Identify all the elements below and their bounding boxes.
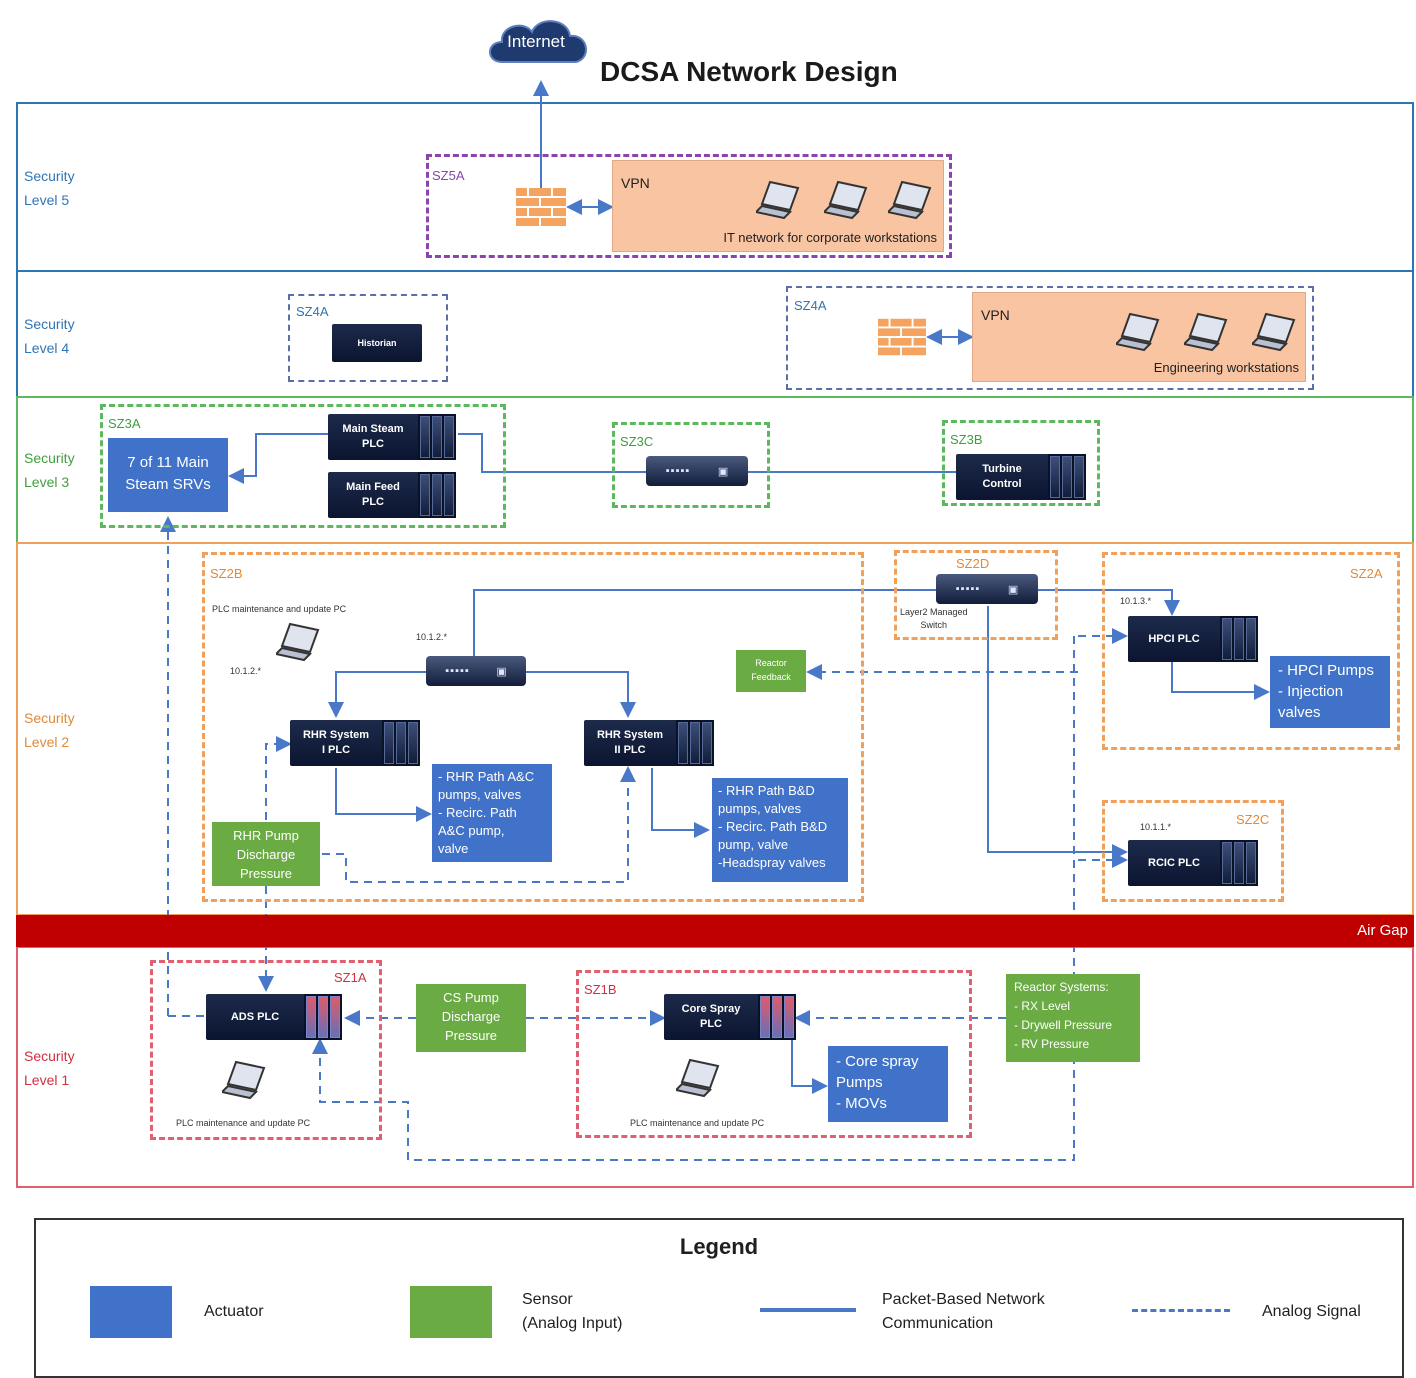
zone-sz4a-left: [288, 294, 448, 382]
zone-sz5a: [426, 154, 952, 258]
zone-sz2b: [202, 552, 864, 902]
air-gap-label: Air Gap: [1357, 922, 1408, 939]
laptop-icon: [821, 180, 870, 220]
zone-sz3a: [100, 404, 506, 528]
firewall-icon: [516, 188, 566, 226]
internet-cloud-icon: Internet: [484, 10, 594, 80]
air-gap-bar: Air Gap: [16, 915, 1414, 947]
plc-maintenance-pc-label: PLC maintenance and update PC: [212, 604, 347, 614]
zone-sz4a-right-label: SZ4A: [794, 298, 827, 313]
zone-sz5a-label: SZ5A: [432, 168, 465, 183]
legend-actuator-label: Actuator: [204, 1303, 264, 1320]
legend-analog-line: [1132, 1309, 1230, 1312]
laptop-icon: [753, 180, 802, 220]
vpn-caption: Engineering workstations: [1153, 360, 1299, 375]
zone-sz2c: [1102, 800, 1284, 902]
laptop-icon: [885, 180, 934, 220]
zone-sz2b-label: SZ2B: [210, 566, 243, 581]
ip-range-label: 10.1.2.*: [416, 632, 448, 642]
legend-box: Legend Actuator Sensor (Analog Input) Pa…: [34, 1218, 1404, 1378]
zone-sz3c-label: SZ3C: [620, 434, 654, 449]
layer2-managed-switch-icon: ▪▪▪▪▪▣: [936, 574, 1038, 604]
legend-packet-label: Packet-Based Network Communication: [882, 1291, 1045, 1332]
zone-sz2d-label: SZ2D: [956, 556, 990, 571]
reactor-systems-sensor: Reactor Systems: - RX Level - Drywell Pr…: [1006, 974, 1140, 1062]
laptop-icon: [1113, 312, 1162, 352]
layer2-switch-label: Layer2 Managed Switch: [900, 607, 968, 630]
zone-sz4a-right: [786, 286, 1314, 390]
legend-title: Legend: [679, 1234, 759, 1259]
ip-range-label: 10.1.1.*: [1140, 822, 1172, 832]
zone-sz2c-label: SZ2C: [1236, 812, 1270, 827]
core-spray-plc: Core Spray PLC: [664, 994, 796, 1040]
rcic-plc: RCIC PLC: [1128, 840, 1258, 886]
laptop-icon: [673, 1058, 722, 1098]
turbine-control-plc: Turbine Control: [956, 454, 1086, 500]
legend-actuator-swatch: [90, 1286, 172, 1338]
zone-sz3b-label: SZ3B: [950, 432, 983, 447]
historian-server: Historian: [332, 324, 422, 362]
rhr-system-2-plc: RHR System II PLC: [584, 720, 714, 766]
zone-sz1a-label: SZ1A: [334, 970, 367, 985]
zone-sz3a-label: SZ3A: [108, 416, 141, 431]
zone-sz3c: [612, 422, 770, 508]
legend-sensor-label: Sensor (Analog Input): [522, 1291, 623, 1332]
zone-sz4a-left-label: SZ4A: [296, 304, 329, 319]
ip-range-label: 10.1.2.*: [230, 666, 262, 676]
internet-label: Internet: [507, 32, 565, 51]
security-level-1-band: [16, 946, 1414, 1188]
rhr-path-ac-actuator: - RHR Path A&C pumps, valves - Recirc. P…: [432, 764, 552, 862]
firewall-icon: [878, 318, 926, 356]
zone-sz3b: [942, 420, 1100, 506]
cs-pump-discharge-pressure-sensor: CS Pump Discharge Pressure: [416, 984, 526, 1052]
vpn-caption: IT network for corporate workstations: [723, 230, 937, 245]
ip-range-label: 10.1.3.*: [1120, 596, 1152, 606]
plc-maintenance-pc-label: PLC maintenance and update PC: [630, 1118, 765, 1128]
zone-sz1b: [576, 970, 972, 1138]
laptop-icon: [1249, 312, 1298, 352]
reactor-feedback-sensor: Reactor Feedback: [736, 650, 806, 692]
zone-sz1a: [150, 960, 382, 1140]
diagram-title: DCSA Network Design: [600, 56, 898, 87]
plc-maintenance-pc-label: PLC maintenance and update PC: [176, 1118, 311, 1128]
rhr-system-1-plc: RHR System I PLC: [290, 720, 420, 766]
laptop-icon: [219, 1060, 268, 1100]
main-steam-plc: Main Steam PLC: [328, 414, 456, 460]
laptop-icon: [273, 622, 322, 662]
main-feed-plc: Main Feed PLC: [328, 472, 456, 518]
network-switch-icon: ▪▪▪▪▪▣: [426, 656, 526, 686]
vpn-label: VPN: [621, 175, 650, 191]
vpn-label: VPN: [981, 307, 1010, 323]
zone-sz2d: [894, 550, 1058, 640]
legend-packet-line: [760, 1308, 856, 1312]
laptop-icon: [1181, 312, 1230, 352]
main-steam-srvs-actuator: 7 of 11 Main Steam SRVs: [108, 438, 228, 512]
zone-sz2a: [1102, 552, 1400, 750]
network-switch-icon: ▪▪▪▪▪▣: [646, 456, 748, 486]
ads-plc: ADS PLC: [206, 994, 342, 1040]
hpci-plc: HPCI PLC: [1128, 616, 1258, 662]
legend-analog-label: Analog Signal: [1262, 1303, 1361, 1320]
rhr-path-bd-actuator: - RHR Path B&D pumps, valves - Recirc. P…: [712, 778, 848, 882]
zone-sz1b-label: SZ1B: [584, 982, 617, 997]
legend-sensor-swatch: [410, 1286, 492, 1338]
core-spray-pumps-actuator: - Core spray Pumps - MOVs: [828, 1046, 948, 1122]
hpci-pumps-actuator: - HPCI Pumps - Injection valves: [1270, 656, 1390, 728]
zone-sz2a-label: SZ2A: [1350, 566, 1383, 581]
rhr-pump-discharge-pressure-sensor: RHR Pump Discharge Pressure: [212, 822, 320, 886]
